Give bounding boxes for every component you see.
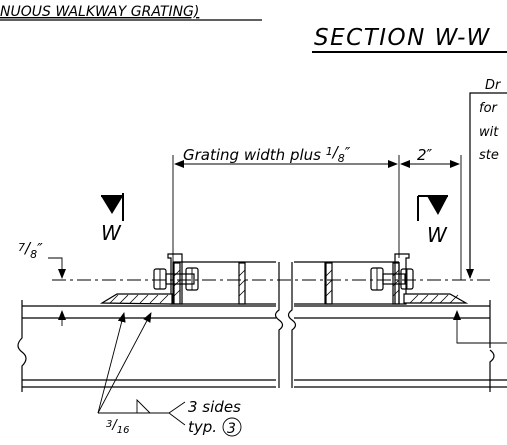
weld-symbol: 3/16 3 sides typ. 3 bbox=[97, 312, 242, 437]
saddle-clip-right bbox=[370, 253, 469, 305]
bearing-bar-left-hatch-3 bbox=[238, 289, 246, 297]
grating-width-prefix: Grating width plus bbox=[183, 146, 326, 164]
vertical-offset-top-leader bbox=[48, 257, 66, 279]
bearing-bar-right-hatch-1 bbox=[325, 269, 333, 277]
weld-size-label: 3/16 bbox=[106, 418, 130, 436]
section-marker-left: W bbox=[101, 193, 124, 245]
weld-fillet-triangle bbox=[136, 398, 151, 414]
weld-leader-1 bbox=[97, 312, 126, 414]
vertical-offset-denominator: 8 bbox=[30, 248, 37, 261]
section-marker-right-arrow bbox=[427, 196, 448, 215]
section-marker-left-label: W bbox=[101, 221, 122, 245]
vertical-offset-label: 7/8″ bbox=[18, 239, 43, 261]
vertical-offset-dimension: 7/8″ bbox=[18, 239, 66, 326]
grating-width-dimension: Grating width plus 1/8″ 2″ bbox=[172, 143, 462, 280]
break-line-left bbox=[274, 262, 284, 388]
weld-size-numerator: 3 bbox=[106, 419, 112, 430]
clip-right-hatch-5 bbox=[449, 294, 459, 304]
grating-width-label: Grating width plus 1/8″ bbox=[183, 143, 351, 165]
right-note-line-4: ste bbox=[479, 148, 499, 163]
bearing-bar-right bbox=[325, 262, 333, 305]
bearing-bar-right-hatch-2 bbox=[325, 279, 333, 287]
weld-detail-number: 3 bbox=[227, 421, 236, 437]
grating-width-unit: ″ bbox=[345, 144, 351, 162]
edge-bar-right-hatch-1 bbox=[392, 269, 400, 277]
grating-width-denominator: 8 bbox=[338, 152, 345, 165]
clip-left-hatch-3 bbox=[129, 294, 139, 304]
clip-left-hatch-5 bbox=[149, 294, 159, 304]
edge-bar-left-hatch-1 bbox=[173, 269, 181, 277]
vertical-offset-slash: / bbox=[23, 239, 32, 257]
right-lower-leader bbox=[453, 310, 507, 344]
clip-left-hatch-1 bbox=[109, 294, 119, 304]
weld-size-slash: / bbox=[111, 418, 118, 433]
vertical-offset-unit: ″ bbox=[37, 240, 43, 258]
section-marker-right: W bbox=[417, 195, 448, 247]
bearing-bar-right-hatch-3 bbox=[325, 289, 333, 297]
clip-right-hatch-4 bbox=[439, 294, 449, 304]
edge-bar-left-hatch-3 bbox=[173, 289, 181, 297]
weld-leader-2 bbox=[97, 312, 152, 414]
grating-width-slash: / bbox=[331, 143, 340, 161]
support-member bbox=[17, 300, 507, 392]
edge-bar-left-hatch-2 bbox=[173, 279, 181, 287]
break-lines bbox=[274, 262, 297, 388]
vertical-offset-numerator: 7 bbox=[18, 241, 25, 254]
right-note-line-2: for bbox=[479, 101, 499, 116]
bolt-right-shank bbox=[382, 273, 406, 285]
clip-left-hatch-2 bbox=[119, 294, 129, 304]
saddle-clip-left bbox=[99, 253, 199, 305]
edge-bar-right-hatch-2 bbox=[392, 279, 400, 287]
edge-offset-label: 2″ bbox=[417, 146, 433, 164]
weld-sides-text: 3 sides bbox=[188, 398, 241, 416]
member-right-break bbox=[489, 349, 495, 392]
edge-bar-right-hatch-3 bbox=[392, 289, 400, 297]
section-title: SECTION W-W bbox=[314, 25, 491, 51]
right-note: Dr for wit ste bbox=[466, 78, 507, 279]
member-left-break bbox=[17, 300, 27, 392]
weld-detail-circle bbox=[222, 417, 242, 437]
clip-left-base-plate bbox=[99, 293, 173, 305]
right-note-line-1: Dr bbox=[485, 78, 502, 93]
break-line-right bbox=[287, 262, 297, 388]
clip-right-hatch-3 bbox=[429, 294, 439, 304]
clip-right-angle bbox=[394, 253, 410, 305]
bearing-bar-left-hatch-1 bbox=[238, 269, 246, 277]
left-title: NUOUS WALKWAY GRATING) bbox=[0, 4, 199, 20]
bearing-bar-left-hatch-2 bbox=[238, 279, 246, 287]
clip-left-hatch-4 bbox=[139, 294, 149, 304]
clip-right-hatch-2 bbox=[419, 294, 429, 304]
section-marker-left-arrow bbox=[101, 196, 123, 214]
clip-right-hatch-1 bbox=[409, 294, 419, 304]
weld-size-denominator: 16 bbox=[117, 425, 130, 436]
weld-typ-text: typ. bbox=[188, 418, 217, 436]
section-marker-right-label: W bbox=[427, 223, 448, 247]
grating bbox=[172, 261, 400, 305]
weld-tail bbox=[168, 401, 186, 426]
right-note-line-3: wit bbox=[479, 125, 499, 140]
bearing-bar-left bbox=[238, 262, 246, 305]
bolt-left-shank bbox=[165, 273, 195, 285]
grating-width-numerator: 1 bbox=[326, 145, 333, 158]
clip-left-hatch-6 bbox=[159, 294, 169, 304]
right-note-leader bbox=[466, 92, 507, 279]
